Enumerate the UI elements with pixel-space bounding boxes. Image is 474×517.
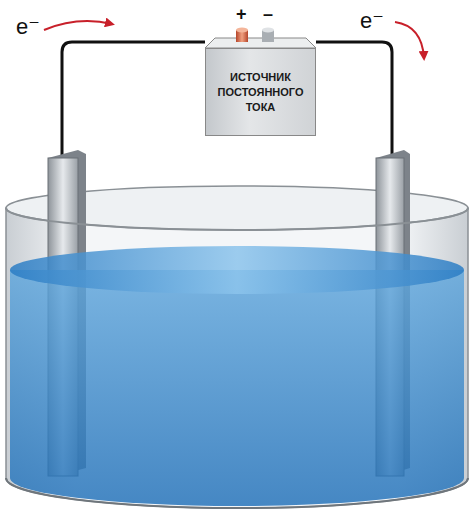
wire-left bbox=[62, 42, 205, 160]
dc-source-box: ИСТОЧНИК ПОСТОЯННОГО ТОКА bbox=[205, 48, 316, 136]
terminal-negative bbox=[262, 28, 274, 43]
beaker-bottom-edge bbox=[6, 478, 468, 508]
source-label: ИСТОЧНИК ПОСТОЯННОГО ТОКА bbox=[210, 70, 311, 115]
electron-label: e⁻ bbox=[360, 8, 384, 34]
terminal-positive bbox=[236, 28, 248, 43]
wire-right bbox=[316, 42, 392, 160]
beaker-front-edge bbox=[6, 208, 468, 230]
electron-label: e⁻ bbox=[16, 14, 40, 40]
electrolyte bbox=[10, 270, 464, 506]
terminal-sign: + bbox=[236, 4, 247, 25]
battery-top bbox=[205, 38, 316, 48]
electron-flow-arrow bbox=[395, 22, 424, 58]
electron-flow-arrow bbox=[44, 21, 112, 30]
terminal-sign: – bbox=[263, 4, 273, 25]
electrolyte-surface bbox=[10, 246, 464, 294]
